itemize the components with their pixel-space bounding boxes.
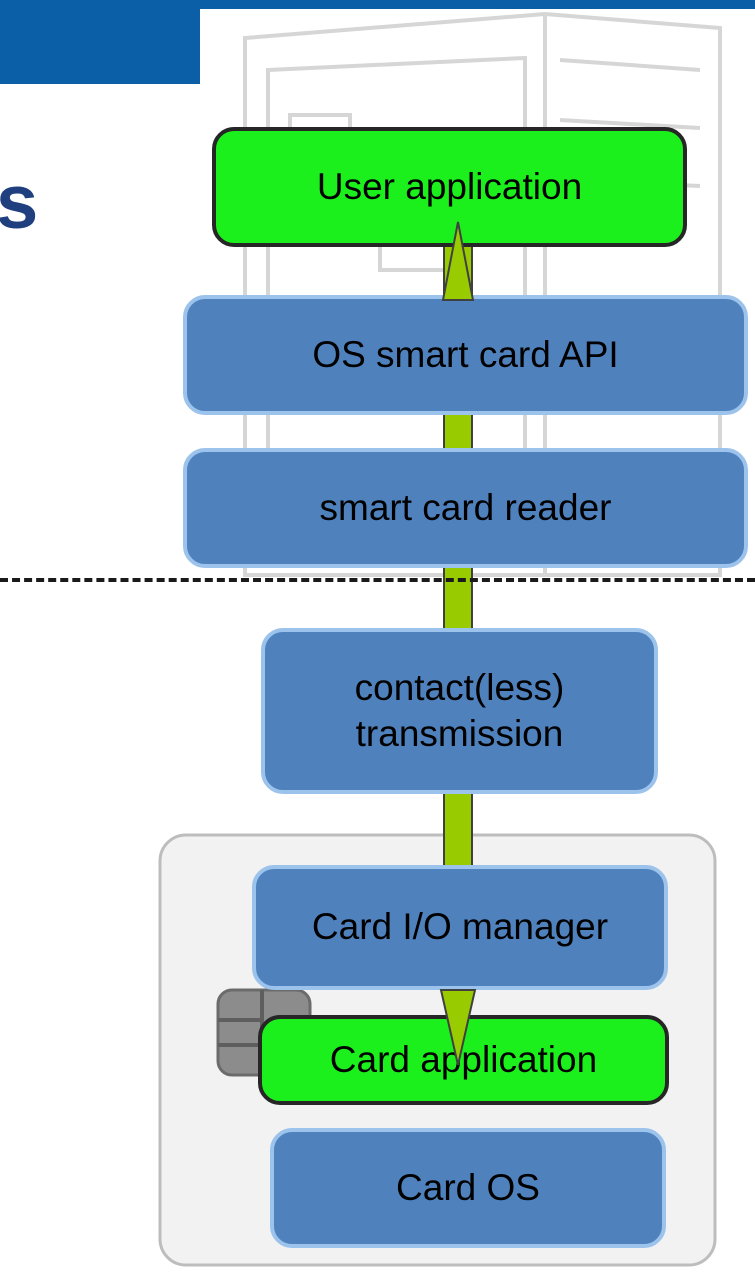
slide-title-fragment: s — [0, 160, 39, 245]
transmission-label: contact(less) transmission — [354, 666, 565, 754]
transmission-box: contact(less) transmission — [261, 628, 658, 794]
header-bar — [0, 0, 755, 9]
io-manager-box: Card I/O manager — [252, 865, 668, 990]
os-api-box: OS smart card API — [183, 295, 748, 415]
reader-box: smart card reader — [183, 448, 748, 568]
card-application-box: Card application — [258, 1015, 669, 1105]
host-card-divider — [0, 578, 755, 582]
connector-reader-to-transmission — [443, 565, 473, 630]
card-os-box: Card OS — [270, 1128, 666, 1248]
connector-transmission-to-io — [443, 792, 473, 868]
user-application-box: User application — [212, 127, 687, 247]
connector-api-to-reader — [443, 413, 473, 453]
connector-app-to-api — [443, 245, 473, 300]
title-tab — [0, 0, 200, 84]
